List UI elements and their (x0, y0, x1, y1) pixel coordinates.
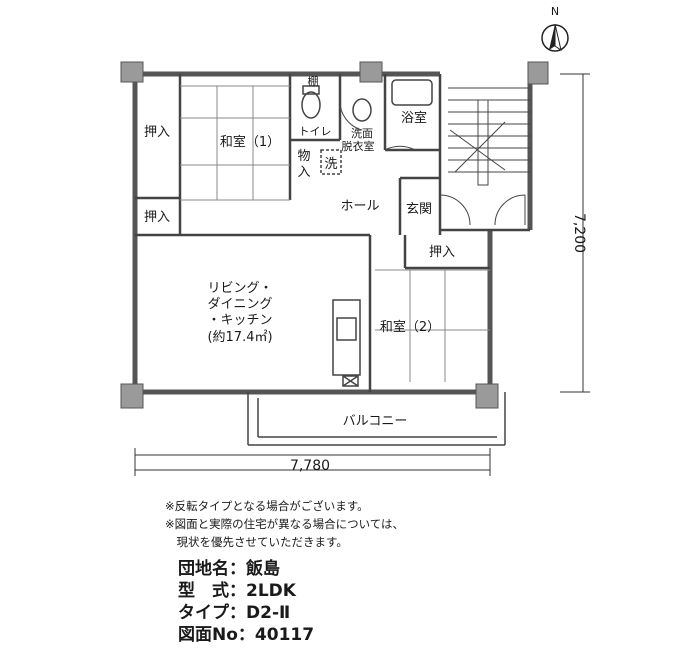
info-label: 図面No： (178, 625, 255, 645)
note-line: ※図面と実際の住宅が異なる場合については、 (165, 517, 405, 531)
room-genkan: 玄関 (406, 202, 432, 217)
property-info: 団地名：飯島 型 式：2LDK タイプ：D2-Ⅱ 図面No：40117 (178, 558, 314, 646)
bathroom-fixtures (301, 79, 433, 175)
info-label: 団地名： (178, 559, 246, 579)
room-ldk-4: (約17.4㎡) (207, 330, 272, 345)
room-washitsu2: 和室（2） (380, 319, 440, 335)
tatami-lines (180, 85, 490, 382)
dimension-lines (134, 73, 590, 476)
info-label: 型 式： (178, 581, 246, 601)
info-value: 飯島 (246, 559, 280, 579)
room-oshiire-left-top: 押入 (144, 125, 170, 140)
room-balcony: バルコニー (343, 414, 408, 429)
info-value: D2-Ⅱ (246, 603, 291, 623)
info-row: 図面No：40117 (178, 624, 314, 646)
room-oshiire-center: 押入 (429, 245, 455, 260)
room-mono-2: 入 (297, 165, 310, 180)
door-swings (339, 99, 526, 226)
room-hall: ホール (340, 199, 379, 214)
balcony-outline (247, 392, 506, 446)
info-value: 2LDK (246, 581, 296, 601)
room-toilet: トイレ (299, 125, 332, 138)
north-compass-icon: N (541, 5, 569, 52)
info-value: 40117 (254, 625, 315, 645)
room-tana: 棚 (308, 74, 319, 88)
room-sentaku: 洗 (324, 157, 337, 172)
notes: ※反転タイプとなる場合がございます。 ※図面と実際の住宅が異なる場合については、… (165, 497, 404, 551)
room-senmen-1: 洗面 (351, 127, 373, 140)
stairwell (448, 87, 530, 186)
columns (120, 61, 549, 409)
note-line: ※反転タイプとなる場合がございます。 (165, 499, 369, 513)
dimension-height: 7,200 (571, 213, 587, 253)
room-senmen-2: 脱衣室 (342, 139, 375, 153)
room-washitsu1: 和室（1） (220, 134, 280, 150)
room-ldk-1: リビング・ (207, 281, 272, 296)
info-label: タイプ： (178, 603, 246, 623)
room-yokushitsu: 浴室 (401, 110, 427, 126)
compass-label: N (551, 5, 559, 18)
room-ldk-3: ・キッチン (207, 313, 272, 328)
dimension-width: 7,780 (290, 458, 330, 474)
room-ldk-2: ダイニング (207, 297, 272, 312)
info-row: 団地名：飯島 (178, 558, 314, 580)
room-oshiire-left-bottom: 押入 (144, 210, 170, 225)
info-row: タイプ：D2-Ⅱ (178, 602, 314, 624)
floor-plan: N (120, 5, 590, 476)
interior-walls (135, 74, 530, 392)
room-mono-1: 物 (297, 149, 310, 164)
note-line: 現状を優先させていただきます。 (165, 535, 348, 549)
kitchen-counter (332, 299, 361, 387)
info-row: 型 式：2LDK (178, 580, 314, 602)
